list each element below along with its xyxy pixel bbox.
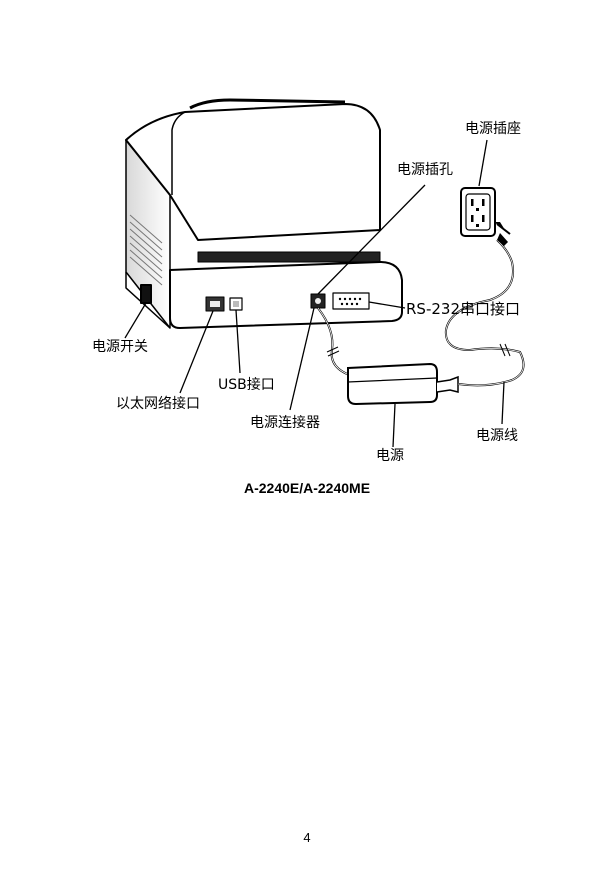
label-ethernet-port: 以太网络接口	[116, 396, 200, 412]
label-power-switch: 电源开关	[92, 339, 148, 355]
leader-outlet	[478, 139, 488, 187]
leader-usb	[235, 309, 241, 374]
printer-top-cover	[125, 103, 381, 241]
model-caption: A-2240E/A-2240ME	[243, 480, 371, 496]
leader-power-cord	[501, 381, 505, 425]
label-power-supply: 电源	[376, 448, 404, 464]
leader-ethernet	[179, 310, 214, 394]
power-supply-brick	[347, 362, 459, 406]
printer	[125, 98, 403, 329]
label-power-cord: 电源线	[476, 428, 518, 444]
power-switch-graphic	[140, 284, 152, 304]
leader-power-jack	[317, 184, 426, 295]
printer-connection-diagram	[124, 98, 525, 448]
leader-power-switch	[124, 302, 147, 339]
label-power-connector: 电源连接器	[250, 415, 320, 431]
label-rs232-port: RS-232串口接口	[406, 300, 520, 318]
printer-rear-base	[169, 261, 403, 329]
leader-power-supply	[392, 403, 396, 448]
paper-slot	[197, 251, 381, 263]
label-usb-port: USB接口	[218, 377, 275, 393]
side-vents	[129, 214, 163, 286]
leader-power-connector	[289, 307, 315, 411]
label-power-outlet: 电源插座	[465, 121, 521, 137]
leader-lines	[124, 139, 505, 448]
rs232-port-graphic	[332, 292, 370, 310]
page-number: 4	[303, 830, 311, 845]
leader-rs232	[368, 301, 406, 309]
wall-outlet	[460, 187, 511, 246]
label-power-jack: 电源插孔	[397, 162, 453, 178]
